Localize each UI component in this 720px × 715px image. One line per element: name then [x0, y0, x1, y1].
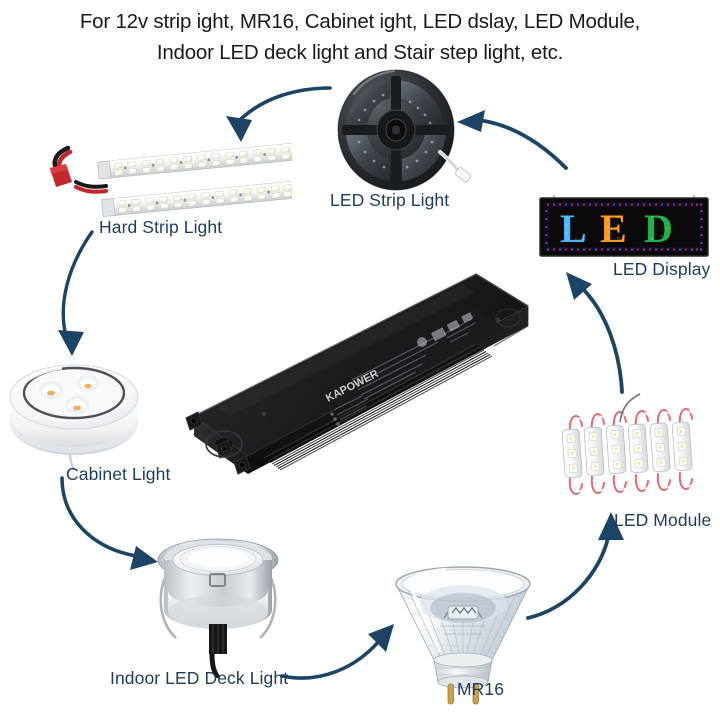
arrow-to-mr16 [280, 624, 394, 680]
product-led-module [556, 392, 706, 516]
label-led-display: LED Display [613, 259, 711, 279]
product-cabinet-light [4, 345, 144, 471]
mr16-bulb-graphic [395, 566, 531, 705]
arrow-to-cabinet-light [58, 230, 94, 356]
product-mr16-bulb [388, 556, 538, 706]
page-title: For 12v strip ight, MR16, Cabinet ight, … [0, 6, 720, 68]
led-sign-letter-D: D [644, 206, 673, 251]
label-led-strip-light: LED Strip Light [330, 190, 450, 210]
label-cabinet-light: Cabinet Light [66, 464, 171, 484]
led-sign-letter-L: L [560, 206, 587, 251]
label-led-module: LED Module [614, 510, 712, 530]
hard-strip-light-graphic [50, 143, 295, 217]
headline-line-2: Indoor LED deck light and Stair step lig… [156, 41, 564, 64]
arrow-to-deck-light [60, 476, 158, 570]
label-mr16: MR16 [457, 679, 505, 699]
led-display-sign-graphic: L E D [539, 195, 709, 257]
product-led-strip-light [332, 68, 472, 196]
product-led-power-supply: KAPOWER [176, 268, 532, 498]
arrow-to-led-display [566, 272, 624, 394]
product-indoor-led-deck-light [150, 528, 286, 680]
led-module-chain-graphic [561, 393, 696, 495]
label-indoor-led-deck-light: Indoor LED Deck Light [110, 668, 289, 688]
arrow-to-led-strip-light [457, 110, 568, 170]
label-hard-strip-light: Hard Strip Light [99, 217, 223, 237]
product-hard-strip-light [42, 130, 295, 225]
product-led-display: L E D [538, 193, 710, 259]
led-strip-reel-graphic [337, 69, 472, 191]
headline-line-1: For 12v strip ight, MR16, Cabinet ight, … [79, 10, 641, 33]
led-driver-graphic: KAPOWER [185, 273, 529, 475]
arrow-to-led-module [526, 512, 624, 620]
led-sign-letter-E: E [600, 206, 627, 251]
cabinet-puck-light-graphic [9, 364, 139, 471]
deck-light-graphic [157, 538, 279, 680]
